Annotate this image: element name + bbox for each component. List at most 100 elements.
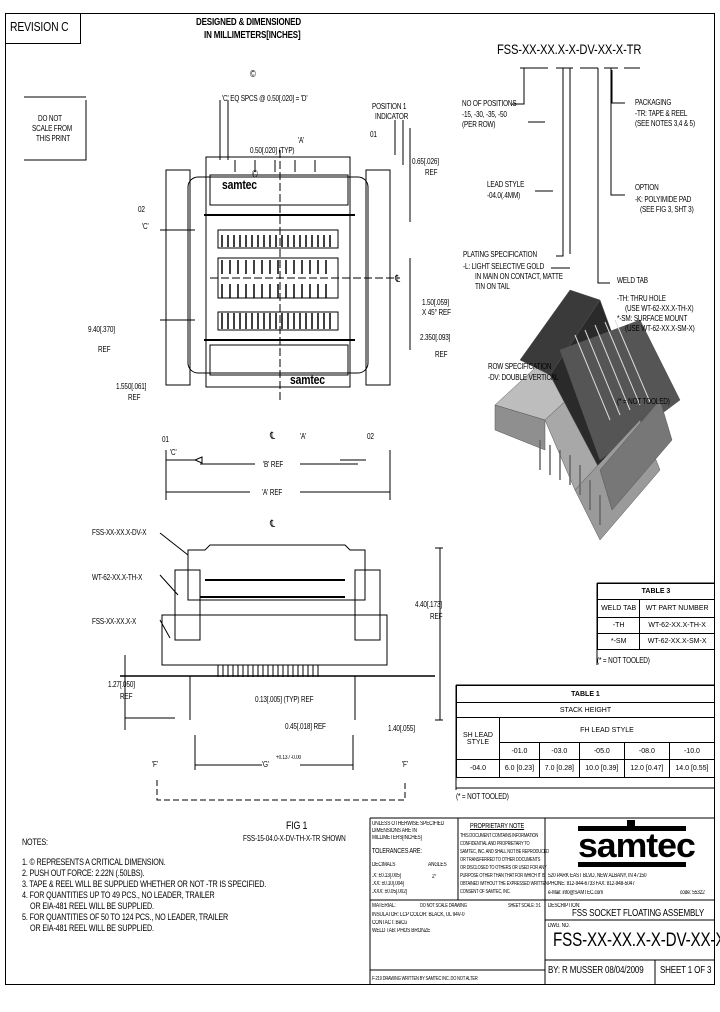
dim-940: 9.40[.370] [88, 325, 115, 334]
table-cell: WT-62-XX.X-SM-X [639, 633, 715, 650]
tb-dwg-label: DWG. NO. [548, 923, 570, 929]
side-centerline: ℄ [270, 519, 275, 530]
critical-symbol: © [250, 69, 256, 80]
do-not-scale-2: SCALE FROM [32, 124, 73, 133]
positions-values: -15, -30, -35, -50 [462, 110, 507, 119]
table-cell: *-SM [596, 633, 641, 650]
weld-tab-title: WELD TAB [617, 276, 648, 285]
units-heading-2: IN MILLIMETERS[INCHES] [204, 30, 301, 41]
tb-sheet-scale: SHEET SCALE: 3:1 [508, 903, 541, 909]
tb-unless: UNLESS OTHERWISE SPECIFIED [372, 821, 445, 827]
tb-proprietary-line: THIS DOCUMENT CONTAINS INFORMATION [460, 833, 539, 839]
table-3-header: WELD TAB [596, 599, 641, 618]
dim-150: 1.50[.059] [422, 298, 449, 307]
dim-150-ref: X 45° REF [422, 308, 451, 317]
note-item: 3. TAPE & REEL WILL BE SUPPLIED WHETHER … [22, 879, 267, 889]
tb-proprietary-title: PROPRIETARY NOTE [470, 823, 525, 830]
tb-tol-row: .XXX: ±0.05[.002] [372, 889, 407, 895]
tb-tolerances: TOLERANCES ARE: [372, 848, 422, 855]
table-cell: 14.0 [0.55] [668, 759, 716, 778]
pitch-dim: 0.50[.020] (TYP) [250, 146, 295, 155]
tb-dwg-no: FSS-XX-XX.X-X-DV-XX-X-TR [553, 930, 720, 951]
positions-title: NO OF POSITIONS [462, 99, 517, 108]
dim-065: 0.65[.026] [412, 157, 439, 166]
do-not-scale-3: THIS PRINT [36, 134, 70, 143]
position-1-label-2: INDICATOR [375, 112, 409, 121]
lead-style-title: LEAD STYLE [487, 180, 525, 189]
table-cell: -TH [596, 617, 641, 634]
tb-code: code: 55322 [680, 890, 705, 896]
centerline-v: ℄ [270, 431, 275, 442]
tb-proprietary-line: CONSENT OF SAMTEC, INC. [460, 889, 511, 895]
plating-l2: IN MAIN ON CONTACT, MATTE [475, 272, 563, 281]
tb-description-label: DESCRIPTION: [548, 903, 581, 909]
weld-tab-l4: (USE WT-62-XX.X-SM-X) [625, 324, 695, 333]
tb-material-line: CONTACT: BeCu [372, 920, 407, 926]
do-not-scale-1: DO NOT [38, 114, 62, 123]
table-cell: 10.0 [0.39] [578, 759, 625, 778]
title-block-lines [369, 817, 715, 985]
tb-sheet: SHEET 1 OF 3 [660, 965, 712, 976]
row-spec-value: -DV: DOUBLE VERTICAL [488, 373, 559, 382]
position-1-label: POSITION 1 [372, 102, 407, 111]
label-02-bottom: 02 [367, 432, 374, 441]
table-cell: WT-62-XX.X-TH-X [639, 617, 715, 634]
dim-013: 0.13[.005] (TYP) REF [255, 695, 314, 704]
note-item: 4. FOR QUANTITIES UP TO 49 PCS., NO LEAD… [22, 890, 215, 900]
option-l1: -K: POLYIMIDE PAD [635, 195, 692, 204]
tb-material-line: WELD TAB: PHOS BRONZE [372, 928, 431, 934]
base-label: FSS-XX-XX.X-X [92, 617, 137, 626]
tb-by: BY: R MUSSER 08/04/2009 [548, 965, 644, 976]
label-02: 02 [138, 205, 145, 214]
table-1-column: -08.0 [623, 742, 670, 760]
figure-title: FIG 1 [286, 820, 308, 832]
weld-tab-label: WT-62-XX.X-TH-X [92, 573, 143, 582]
tb-address: 520 PARK EAST BLVD, NEW ALBANY, IN 47150 [548, 873, 647, 879]
side-view-outline [120, 532, 443, 801]
drawing-border [5, 13, 715, 985]
label-f-left: 'F' [152, 760, 158, 769]
socket-label: FSS-XX-XX.X-DV-X [92, 528, 147, 537]
weld-tab-l2: (USE WT-62-XX.X-TH-X) [625, 304, 694, 313]
dim-127-ref: REF [120, 692, 133, 701]
label-a-bottom: 'A' [300, 432, 307, 441]
connector-3d-render [494, 289, 681, 541]
option-l2: (SEE FIG 3, SHT 3) [640, 205, 694, 214]
packaging-l1: -TR: TAPE & REEL [635, 109, 688, 118]
weld-tab-l1: -TH: THRU HOLE [617, 294, 666, 303]
dim-127: 1.27[.050] [108, 680, 135, 689]
positions-note: (PER ROW) [462, 120, 496, 129]
critical-symbol-2: © [252, 169, 258, 180]
table-1-column: -03.0 [538, 742, 580, 760]
packaging-l2: (SEE NOTES 3,4 & 5) [635, 119, 695, 128]
revision-box [5, 13, 81, 44]
label-c-top: 'C' [142, 222, 149, 231]
dim-2350: 2.350[.093] [420, 333, 451, 342]
tb-angles: ANGLES [428, 862, 447, 868]
tb-decimals: DECIMALS [372, 862, 396, 868]
tb-material-line: INSULATOR: LCP COLOR: BLACK, UL 94V-0 [372, 912, 465, 918]
label-f-right: 'F' [402, 760, 408, 769]
tb-description: FSS SOCKET FLOATING ASSEMBLY [572, 908, 705, 919]
table-cell: 7.0 [0.28] [538, 759, 580, 778]
table-cell: 12.0 [0.47] [623, 759, 670, 778]
tb-material-label: MATERIAL: [372, 903, 396, 909]
dim-940-ref: REF [98, 345, 111, 354]
plating-title: PLATING SPECIFICATION [463, 250, 537, 259]
tb-proprietary-line: OR TRANSFERRED TO OTHER DOCUMENTS [460, 857, 541, 863]
tb-do-not-scale: DO NOT SCALE DRAWING [420, 903, 467, 909]
tb-unless: DIMENSIONS ARE IN [372, 828, 417, 834]
a-ref-dim: 'A' REF [262, 488, 283, 497]
dim-2350-ref: REF [435, 350, 448, 359]
label-01: 01 [162, 435, 169, 444]
tb-angle-tol: 2° [432, 874, 437, 880]
dim-045: 0.45[.018] REF [285, 722, 326, 731]
label-01-top: 01 [370, 130, 377, 139]
notes-title: NOTES: [22, 837, 48, 847]
table-1-column: -05.0 [578, 742, 625, 760]
plating-l1: -L: LIGHT SELECTIVE GOLD [463, 262, 545, 271]
